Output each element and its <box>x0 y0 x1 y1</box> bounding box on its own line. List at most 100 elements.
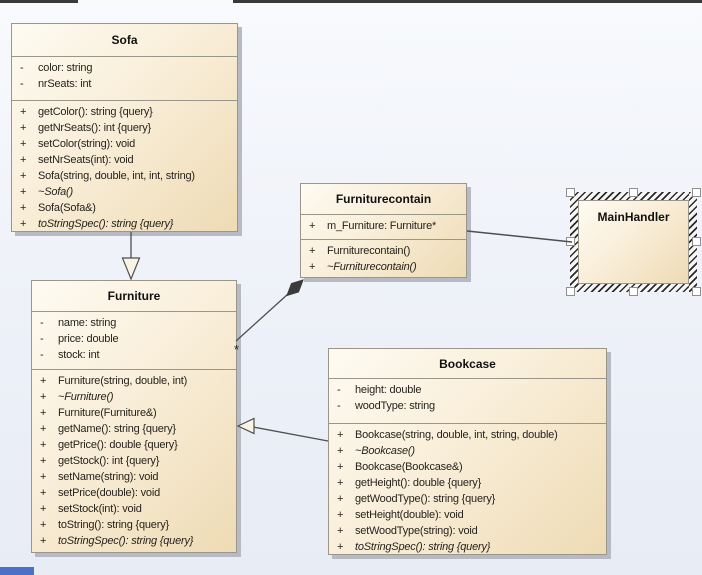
class-title-sofa: Sofa <box>111 33 138 47</box>
visibility-sign: + <box>309 261 316 273</box>
visibility-sign: + <box>309 220 316 232</box>
selection-handle-top-mid[interactable] <box>629 188 638 197</box>
member-row[interactable]: +toStringSpec(): string {query} <box>12 216 235 231</box>
member-row[interactable]: -woodType: string <box>329 398 604 414</box>
member-row[interactable]: -stock: int <box>32 347 234 363</box>
member-text: nrSeats: int <box>38 78 92 90</box>
member-text: setName(string): void <box>58 471 159 483</box>
member-row[interactable]: +Bookcase(string, double, int, string, d… <box>329 427 604 443</box>
visibility-sign: - <box>337 384 341 396</box>
member-text: ~Furniturecontain() <box>327 261 417 273</box>
member-row[interactable]: +m_Furniture: Furniture* <box>301 218 464 234</box>
member-row[interactable]: +Furniture(Furniture&) <box>32 405 234 421</box>
member-row[interactable]: +getPrice(): double {query} <box>32 437 234 453</box>
selection-handle-bottom-mid[interactable] <box>629 287 638 296</box>
visibility-sign: + <box>40 423 47 435</box>
member-text: toString(): string {query} <box>58 519 169 531</box>
member-row[interactable]: +setHeight(double): void <box>329 507 604 523</box>
connector-composition-furniturecontain-furniture[interactable] <box>235 279 304 342</box>
attributes-compartment: -color: string - nrSeats: int <box>12 56 237 100</box>
visibility-sign: + <box>40 535 47 547</box>
attributes-compartment: - height: double -woodType: string <box>329 378 606 423</box>
selection-handle-bottom-left[interactable] <box>566 287 575 296</box>
generalization-arrowhead <box>236 417 255 435</box>
selection-handle-top-left[interactable] <box>566 188 575 197</box>
member-row[interactable]: +toStringSpec(): string {query} <box>329 539 604 554</box>
member-row[interactable]: +getHeight(): double {query} <box>329 475 604 491</box>
class-bookcase[interactable]: Bookcase -height: double-woodType: strin… <box>328 348 607 555</box>
member-row[interactable]: +Sofa(string, double, int, int, string) <box>12 168 235 184</box>
selection-handle-mid-left[interactable] <box>566 237 575 246</box>
class-furniture[interactable]: Furniture -name: string-price: double-st… <box>31 280 237 553</box>
visibility-sign: + <box>337 509 344 521</box>
member-row[interactable]: - nrSeats: int <box>12 76 235 92</box>
visibility-sign: + <box>40 407 47 419</box>
member-text: setNrSeats(int): void <box>38 154 134 166</box>
member-row[interactable]: +~Furniture() <box>32 389 234 405</box>
member-row[interactable]: - height: double <box>329 382 604 398</box>
member-text: toStringSpec(): string {query} <box>38 218 174 230</box>
member-row[interactable]: +toString(): string {query} <box>32 517 234 533</box>
member-text: getPrice(): double {query} <box>58 439 178 451</box>
member-text: Sofa(Sofa&) <box>38 202 96 214</box>
selection-handle-mid-right[interactable] <box>692 237 701 246</box>
member-row[interactable]: +getWoodType(): string {query} <box>329 491 604 507</box>
member-row[interactable]: +setStock(int): void <box>32 501 234 517</box>
attributes-compartment: -name: string-price: double-stock: int <box>32 311 236 369</box>
member-row[interactable]: -name: string <box>32 315 234 331</box>
member-row[interactable]: +setWoodType(string): void <box>329 523 604 539</box>
member-text: setWoodType(string): void <box>355 525 478 537</box>
visibility-sign: + <box>20 122 27 134</box>
member-row[interactable]: +getColor(): string {query} <box>12 104 235 120</box>
visibility-sign: - <box>20 78 24 90</box>
methods-compartment: +Furniture(string, double, int)+~Furnitu… <box>32 369 236 552</box>
generalization-arrowhead <box>121 257 141 281</box>
connector-association-furniturecontain-mainhandler[interactable] <box>466 230 573 243</box>
member-row[interactable]: +toStringSpec(): string {query} <box>32 533 234 549</box>
visibility-sign: + <box>40 503 47 515</box>
connector-generalization-bookcase-furniture[interactable] <box>236 417 329 442</box>
visibility-sign: + <box>40 375 47 387</box>
class-mainhandler[interactable]: MainHandler <box>578 200 689 284</box>
member-text: price: double <box>58 333 119 345</box>
member-row[interactable]: +setColor(string): void <box>12 136 235 152</box>
member-row[interactable]: +~Bookcase() <box>329 443 604 459</box>
member-row[interactable]: + Bookcase(Bookcase&) <box>329 459 604 475</box>
member-row[interactable]: +setNrSeats(int): void <box>12 152 235 168</box>
visibility-sign: - <box>40 317 44 329</box>
member-text: getName(): string {query} <box>58 423 176 435</box>
member-row[interactable]: +Furniturecontain() <box>301 243 464 259</box>
class-sofa[interactable]: Sofa -color: string-nrSeats: int +getCol… <box>11 23 238 232</box>
member-text: getStock(): int {query} <box>58 455 160 467</box>
member-row[interactable]: +setName(string): void <box>32 469 234 485</box>
connector-generalization-sofa-furniture[interactable] <box>121 232 141 281</box>
member-text: Furniture(string, double, int) <box>58 375 188 387</box>
member-row[interactable]: +getNrSeats(): int {query} <box>12 120 235 136</box>
visibility-sign: + <box>20 202 27 214</box>
visibility-sign: + <box>337 461 344 473</box>
member-row[interactable]: + Sofa(Sofa&) <box>12 200 235 216</box>
visibility-sign: + <box>20 186 27 198</box>
member-row[interactable]: +getStock(): int {query} <box>32 453 234 469</box>
class-title-mainhandler: MainHandler <box>597 210 670 224</box>
selection-handle-bottom-right[interactable] <box>692 287 701 296</box>
selection-handle-top-right[interactable] <box>692 188 701 197</box>
member-row[interactable]: -color: string <box>12 60 235 76</box>
member-row[interactable]: -price: double <box>32 331 234 347</box>
member-row[interactable]: + Furniture(string, double, int) <box>32 373 234 389</box>
member-row[interactable]: + ~Furniturecontain() <box>301 259 464 275</box>
window-edge-bar-light-segment <box>78 0 233 3</box>
member-row[interactable]: +setPrice(double): void <box>32 485 234 501</box>
attributes-compartment: +m_Furniture: Furniture* <box>301 214 466 239</box>
visibility-sign: + <box>20 170 27 182</box>
member-text: ~Furniture() <box>58 391 114 403</box>
member-text: getColor(): string {query} <box>38 106 153 118</box>
member-row[interactable]: + getName(): string {query} <box>32 421 234 437</box>
member-row[interactable]: +~Sofa() <box>12 184 235 200</box>
class-furniturecontain[interactable]: Furniturecontain +m_Furniture: Furniture… <box>300 183 467 278</box>
member-text: getWoodType(): string {query} <box>355 493 496 505</box>
member-text: height: double <box>355 384 422 396</box>
visibility-sign: - <box>337 400 341 412</box>
member-text: Bookcase(Bookcase&) <box>355 461 463 473</box>
